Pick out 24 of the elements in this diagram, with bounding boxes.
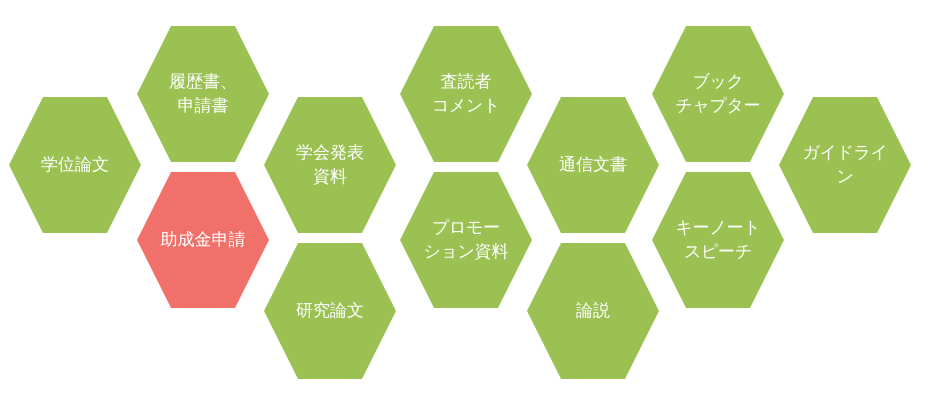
tile-label: キーノートスピーチ [676,217,760,264]
hexagon-tile [527,97,659,233]
tile-label: 通信文書 [559,154,627,177]
hexagon-tile [400,26,532,162]
hexagon-tile [137,26,269,162]
tile-label: 履歴書、申請書 [169,71,237,118]
hexagon-tile [264,97,396,233]
tile-label: ブックチャプター [676,71,760,118]
tile-label: 論説 [576,300,610,323]
hexagon-tile [264,243,396,379]
hexagon-tile [9,97,141,233]
tile-label: プロモーション資料 [424,217,508,264]
hexagon-tile [652,26,784,162]
tile-label: ガイドライン [802,142,888,189]
hexagon-tile [779,97,911,233]
hexagon-tile [652,172,784,308]
hexagon-tile [527,243,659,379]
tile-label: 研究論文 [296,300,364,323]
hexagon-tile [137,172,269,308]
tile-label: 学位論文 [41,154,109,177]
tile-label: 助成金申請 [160,229,246,252]
hexagon-tile [400,172,532,308]
tile-label: 学会発表資料 [296,142,364,189]
tile-label: 査読者コメント [432,71,500,118]
